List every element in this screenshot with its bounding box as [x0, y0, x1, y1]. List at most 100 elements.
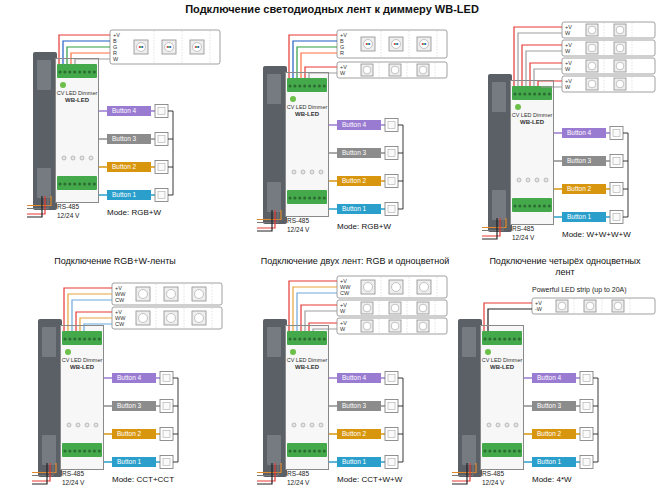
common-wire [168, 167, 173, 168]
led-lens [364, 40, 373, 49]
led-chip [586, 78, 598, 90]
wall-switch [155, 105, 168, 118]
common-wire [168, 111, 173, 112]
button-wire [329, 377, 337, 379]
terminal-screw [484, 338, 487, 341]
terminal-screw [508, 338, 511, 341]
button-wire [576, 405, 580, 407]
strip-wire [63, 41, 110, 64]
pin-label: +V [340, 302, 347, 308]
terminal-screw [313, 85, 316, 88]
supply-wire [27, 196, 42, 217]
button-band: Button 1 [337, 204, 381, 214]
strip-wire [313, 329, 337, 331]
led-lens [391, 322, 399, 330]
terminal-screw [298, 85, 301, 88]
wall-switch [385, 119, 398, 132]
terminal-screw [508, 450, 511, 453]
terminal-screw [503, 338, 506, 341]
terminal-screw [308, 450, 311, 453]
device-label: CV LED Dimmer [61, 357, 103, 364]
cut-mark [604, 41, 605, 55]
housing-detail [42, 435, 56, 465]
common-wire [628, 133, 629, 217]
led-chip [614, 42, 626, 54]
pin-label: +V [115, 309, 122, 315]
cut-mark [210, 31, 211, 63]
terminal-block [512, 198, 552, 212]
led-chip [417, 280, 431, 294]
button-wire [606, 132, 610, 134]
supply-label: 12/24 V [62, 479, 84, 487]
indicator-led [514, 423, 518, 427]
led-chip [389, 37, 403, 51]
terminal-screw [298, 450, 301, 453]
wall-switch [580, 428, 593, 441]
din-housing [488, 74, 512, 232]
wall-switch [160, 428, 173, 441]
terminal-screw [68, 338, 71, 341]
button-wire [156, 377, 160, 379]
switch-key [583, 375, 590, 382]
terminal-screw [93, 71, 96, 74]
pin-label: G [113, 44, 117, 50]
cut-mark [407, 301, 408, 315]
led-lens [137, 43, 146, 52]
indicator-led [71, 156, 75, 160]
cut-mark [212, 284, 213, 304]
terminal-screw [503, 450, 506, 453]
strip-wire [514, 27, 562, 86]
button-wire [104, 405, 112, 407]
button-wire [156, 461, 160, 463]
device-label: WB-LED [511, 119, 553, 126]
cut-mark [184, 308, 185, 328]
housing-detail [462, 327, 476, 357]
button-wire [524, 433, 532, 435]
button-band: Button 4 [337, 120, 381, 130]
terminal-screw [318, 85, 321, 88]
pin-label: +V [565, 78, 572, 84]
terminal-screw [523, 205, 526, 208]
common-wire [398, 181, 403, 182]
supply-wire [257, 210, 272, 231]
terminal-screw [98, 338, 101, 341]
indicator-led [292, 423, 296, 427]
terminal-screw [484, 450, 487, 453]
button-wire [576, 433, 580, 435]
switch-key [163, 375, 170, 382]
common-wire [398, 406, 403, 407]
led-lens [614, 302, 622, 310]
switch-key [388, 150, 395, 157]
led-chip [417, 37, 431, 51]
strip-wire [59, 35, 110, 64]
led-lens [363, 304, 371, 312]
led-strip [337, 300, 447, 316]
pin-label: CW [340, 290, 349, 296]
terminal-screw [498, 338, 501, 341]
indicator-led [94, 423, 98, 427]
switch-key [613, 130, 620, 137]
common-wire [398, 209, 403, 210]
mode-label: Mode: CCT+CCT [112, 475, 174, 485]
led-lens [392, 40, 401, 49]
diagram-title: Подключение светодиодных лент к диммеру … [0, 3, 664, 16]
led-lens [193, 43, 202, 52]
terminal-screw [83, 183, 86, 186]
button-wire [329, 180, 337, 182]
supply-label: 12/24 V [512, 234, 534, 242]
indicator-led [310, 423, 314, 427]
terminal-screw [88, 338, 91, 341]
common-wire [598, 378, 599, 462]
button-wire [329, 208, 337, 210]
wall-switch [385, 372, 398, 385]
pin-label: CW [115, 297, 124, 303]
cut-mark [381, 277, 382, 297]
device-label: WB-LED [286, 364, 328, 371]
led-lens [616, 44, 624, 52]
button-label: Button 1 [342, 457, 381, 467]
terminal-screw [88, 183, 91, 186]
led-chip [136, 311, 150, 325]
supply-label: 12/24 V [287, 479, 309, 487]
led-chip [612, 300, 624, 312]
